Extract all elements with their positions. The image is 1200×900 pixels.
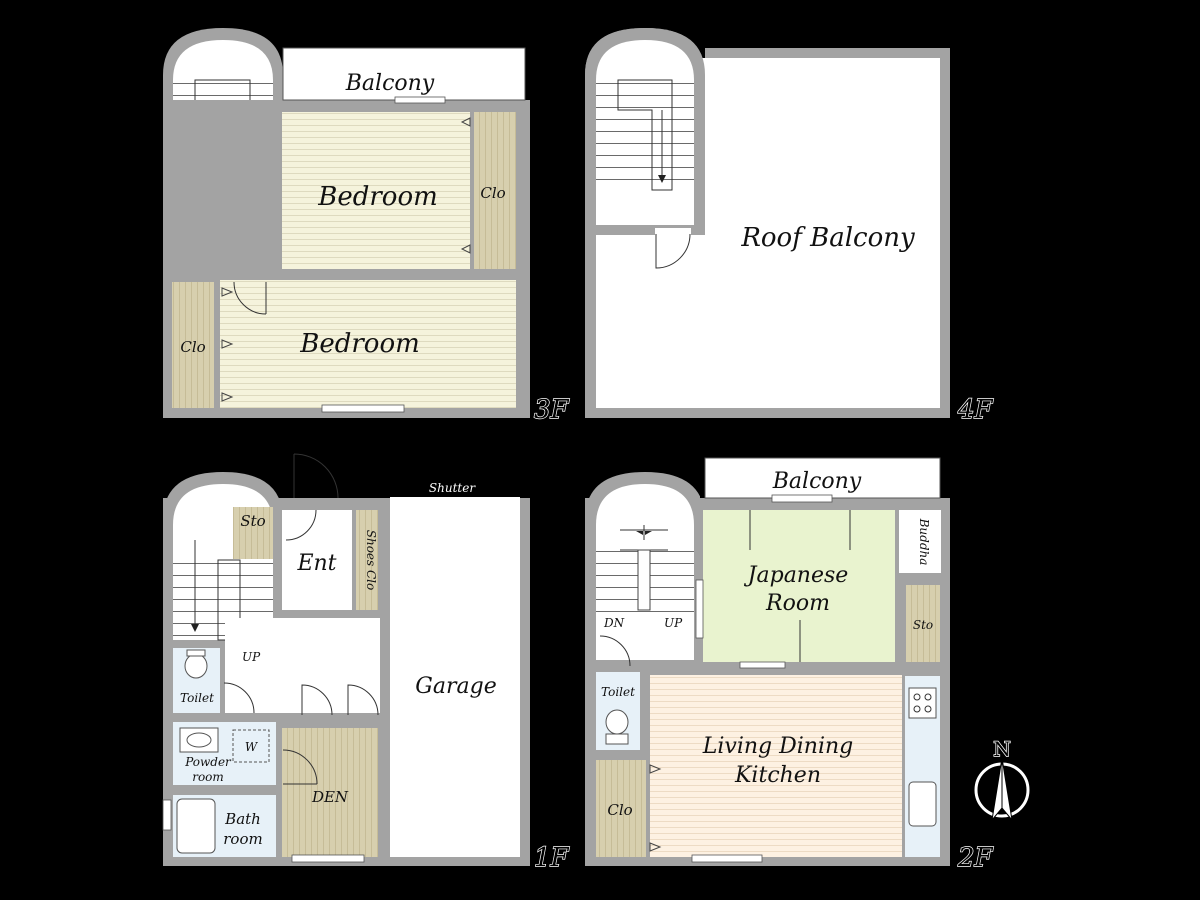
washer-spot	[232, 729, 270, 763]
floor-label-3f: 3F	[534, 395, 570, 425]
closet-lower-label: Clo	[180, 338, 205, 356]
closet-upper-label: Clo	[480, 184, 505, 202]
buddha-label: Buddha	[917, 518, 931, 566]
storage-2f	[906, 585, 940, 662]
shoes-closet	[356, 510, 378, 610]
den	[282, 728, 378, 857]
floor-3f: DN Balcony Bedroom Clo Bedroom Clo 3F	[163, 28, 570, 426]
japanese-label-1: Japanese	[744, 563, 849, 588]
bath-label-1: Bath	[224, 810, 261, 828]
bath-label-2: room	[223, 830, 262, 848]
shutter-label: Shutter	[429, 481, 476, 495]
bedroom-lower-label: Bedroom	[299, 329, 420, 359]
entrance-label: Ent	[296, 551, 336, 576]
toilet-label-2f: Toilet	[601, 685, 635, 699]
floor-1f: Sto Ent Shoes Clo UP Toilet W Powder roo…	[162, 453, 570, 874]
floor-4f: DN Roof Balcony 4F	[585, 28, 994, 426]
balcony-label-2f: Balcony	[772, 469, 862, 494]
up-label-1f: UP	[242, 650, 261, 664]
closet-label-2f: Clo	[607, 801, 632, 819]
toilet-label-1f: Toilet	[180, 691, 214, 705]
floor-label-4f: 4F	[957, 395, 994, 425]
den-label: DEN	[311, 788, 349, 806]
entrance	[282, 510, 352, 610]
compass: N	[974, 736, 1030, 822]
shoes-closet-label: Shoes Clo	[364, 530, 378, 591]
living-dining-kitchen	[650, 675, 902, 857]
ldk-label-1: Living Dining	[702, 734, 854, 759]
garage	[390, 500, 520, 857]
buddha-alcove	[899, 510, 941, 573]
compass-north-label: N	[993, 737, 1011, 761]
closet-2f	[596, 760, 646, 857]
powder-label-2: room	[192, 770, 224, 784]
washer-label: W	[245, 740, 259, 754]
storage-1f	[233, 507, 273, 559]
down-label-2f: DN	[603, 616, 625, 630]
bedroom-lower-3f	[220, 280, 516, 408]
storage-label-2f: Sto	[913, 618, 933, 632]
japanese-label-2: Room	[765, 591, 830, 616]
balcony-label-3f: Balcony	[345, 71, 435, 96]
floor-label-1f: 1F	[534, 843, 570, 873]
bedroom-upper-3f	[282, 112, 470, 269]
powder-label-1: Powder	[184, 755, 232, 769]
garage-label: Garage	[415, 674, 496, 699]
floor-2f: Balcony DN UP Japanese Room Buddha Sto T…	[585, 452, 994, 874]
japanese-room	[703, 510, 895, 662]
floor-label-2f: 2F	[957, 843, 994, 873]
storage-label-1f: Sto	[240, 512, 265, 530]
up-label-2f: UP	[664, 616, 683, 630]
ldk-label-2: Kitchen	[734, 763, 821, 788]
balcony-3f	[282, 47, 526, 101]
closet-upper-3f	[474, 112, 516, 269]
roof-balcony-label: Roof Balcony	[740, 223, 915, 253]
closet-lower-3f	[172, 282, 214, 408]
bedroom-upper-label: Bedroom	[317, 182, 438, 212]
